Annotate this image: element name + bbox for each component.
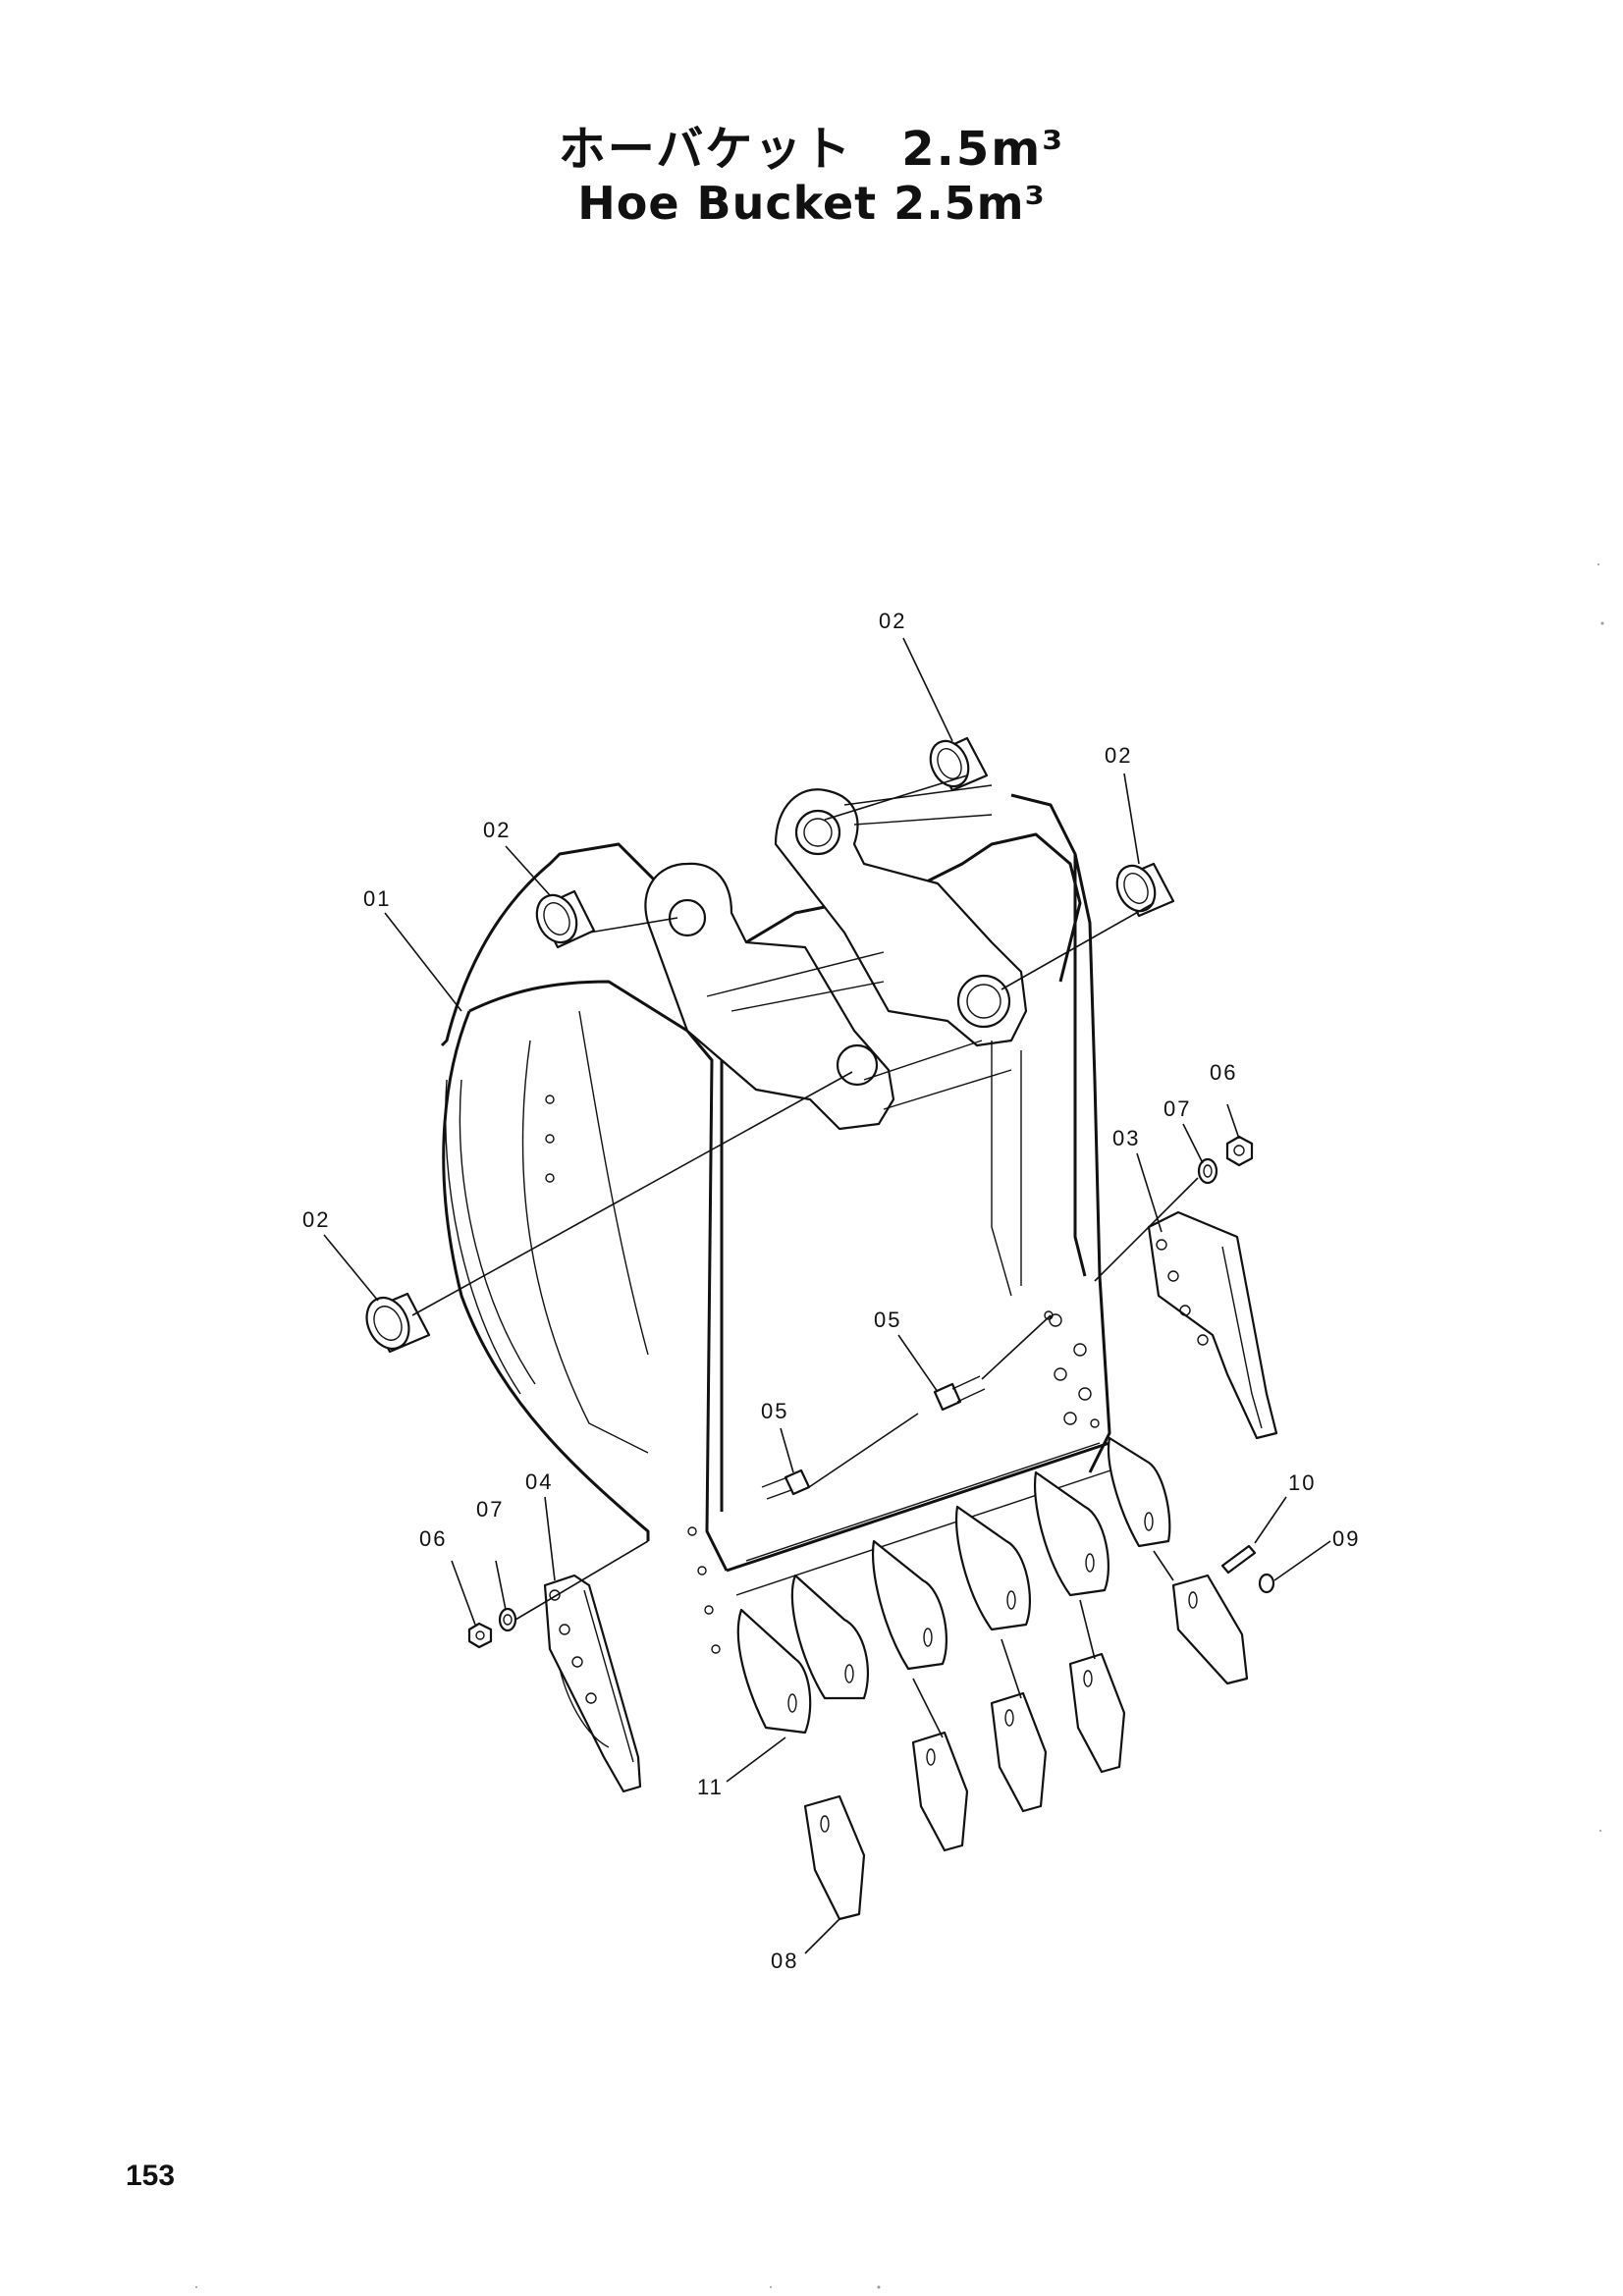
side-cutter-right (1147, 1210, 1278, 1440)
label-tooth-pin: 10 (1288, 1470, 1316, 1495)
part-labels: 02 02 02 01 02 03 07 06 05 05 04 07 06 1… (302, 609, 1360, 1973)
bushing-upper-right (1115, 862, 1175, 918)
leader-lines (323, 637, 1331, 1954)
label-tooth-point: 08 (771, 1949, 798, 1973)
scan-specks (195, 563, 1604, 2289)
title-english: Hoe Bucket 2.5m³ (577, 177, 1046, 230)
page-number: 153 (126, 2160, 176, 2192)
label-bushing-lower-left: 02 (302, 1207, 330, 1232)
fasteners (467, 1135, 1275, 1649)
label-nut-right: 06 (1210, 1060, 1237, 1085)
label-bolt-lower: 05 (761, 1399, 788, 1423)
label-washer-right: 07 (1163, 1096, 1191, 1121)
bushing-upper-center (929, 736, 989, 792)
bucket-body (440, 784, 1120, 1654)
bushing-lower-left (365, 1292, 431, 1354)
label-lock: 09 (1332, 1526, 1360, 1551)
label-side-cutter-left: 04 (525, 1469, 553, 1494)
label-side-cutter-right: 03 (1112, 1126, 1140, 1150)
side-cutter-left (543, 1574, 642, 1793)
label-bushing-upper-right: 02 (1105, 743, 1132, 768)
label-washer-left: 07 (476, 1497, 504, 1522)
label-nut-left: 06 (419, 1526, 447, 1551)
label-bushing-upper-left: 02 (483, 818, 511, 842)
adapters (736, 1436, 1171, 1735)
bushing-upper-left (535, 889, 596, 949)
tooth-points (803, 1574, 1249, 1921)
bushings (365, 736, 1175, 1354)
title-japanese: ホーバケット 2.5m³ (558, 122, 1065, 177)
label-bucket-body: 01 (363, 886, 391, 911)
label-bushing-upper-center: 02 (879, 609, 906, 633)
label-adapter: 11 (697, 1775, 724, 1799)
label-bolt-upper: 05 (874, 1308, 901, 1332)
